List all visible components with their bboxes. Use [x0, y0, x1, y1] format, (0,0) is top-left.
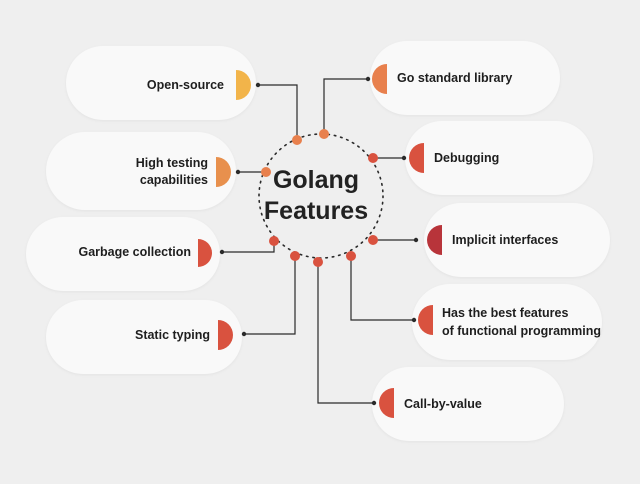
feature-card-functional-programming: [412, 284, 602, 360]
marker-high-testing: [216, 157, 231, 187]
connector-functional: [350, 256, 414, 321]
marker-call-by-value: [379, 388, 394, 418]
ring-node-call-by-value: [313, 257, 323, 267]
endpoint-dot: [219, 249, 225, 255]
feature-card-call-by-value: [372, 367, 564, 441]
marker-open-source: [236, 70, 251, 100]
feature-label-call-by-value: Call-by-value: [404, 397, 482, 411]
ring-node-high-testing: [261, 167, 271, 177]
markers: [198, 64, 442, 418]
feature-card-implicit-interfaces: [424, 203, 610, 277]
endpoint-dot: [411, 317, 417, 323]
marker-implicit-interfaces: [427, 225, 442, 255]
marker-garbage-collection: [198, 239, 212, 267]
endpoint-dot: [255, 82, 261, 88]
feature-label-debugging: Debugging: [434, 151, 500, 165]
ring-node-open-source: [292, 135, 302, 145]
feature-card-garbage-collection: [26, 217, 220, 291]
feature-label-open-source: Open-source: [146, 78, 224, 92]
feature-label-functional: Has the best features of functional prog…: [442, 306, 602, 338]
feature-card-high-testing: [46, 132, 236, 210]
feature-card-debugging: [405, 121, 593, 195]
ring-node-static-typing: [290, 251, 300, 261]
marker-go-standard-library: [372, 64, 387, 94]
endpoint-dot: [371, 400, 377, 406]
endpoint-dot: [235, 169, 241, 175]
feature-label-static-typing: Static typing: [134, 328, 210, 342]
ring-node-implicit-interfaces: [368, 235, 378, 245]
endpoint-dot: [241, 331, 247, 337]
feature-label-go-standard-library: Go standard library: [397, 71, 513, 85]
endpoint-dot: [413, 237, 419, 243]
feature-label-garbage-collection: Garbage collection: [78, 245, 191, 259]
marker-functional: [418, 305, 433, 335]
ring-node-debugging: [368, 153, 378, 163]
ring-node-garbage-collection: [269, 236, 279, 246]
feature-card-go-standard-library: [370, 41, 560, 115]
ring-node-go-standard-library: [319, 129, 329, 139]
diagram-title: Golang Features: [263, 166, 369, 225]
ring-nodes: [261, 129, 378, 267]
connector-call-by-value: [317, 262, 374, 404]
ring-node-functional: [346, 251, 356, 261]
feature-card-open-source: [66, 46, 256, 120]
connector-open-source: [258, 84, 298, 140]
endpoint-dot: [401, 155, 407, 161]
feature-label-implicit-interfaces: Implicit interfaces: [452, 233, 559, 247]
connector-go-standard-library: [323, 78, 368, 134]
marker-static-typing: [218, 320, 233, 350]
connector-garbage-collection: [222, 241, 275, 253]
endpoint-dot: [365, 76, 371, 82]
connector-static-typing: [244, 256, 296, 335]
feature-card-static-typing: [46, 300, 242, 374]
feature-label-high-testing: High testing capabilities: [135, 156, 208, 187]
marker-debugging: [409, 143, 424, 173]
